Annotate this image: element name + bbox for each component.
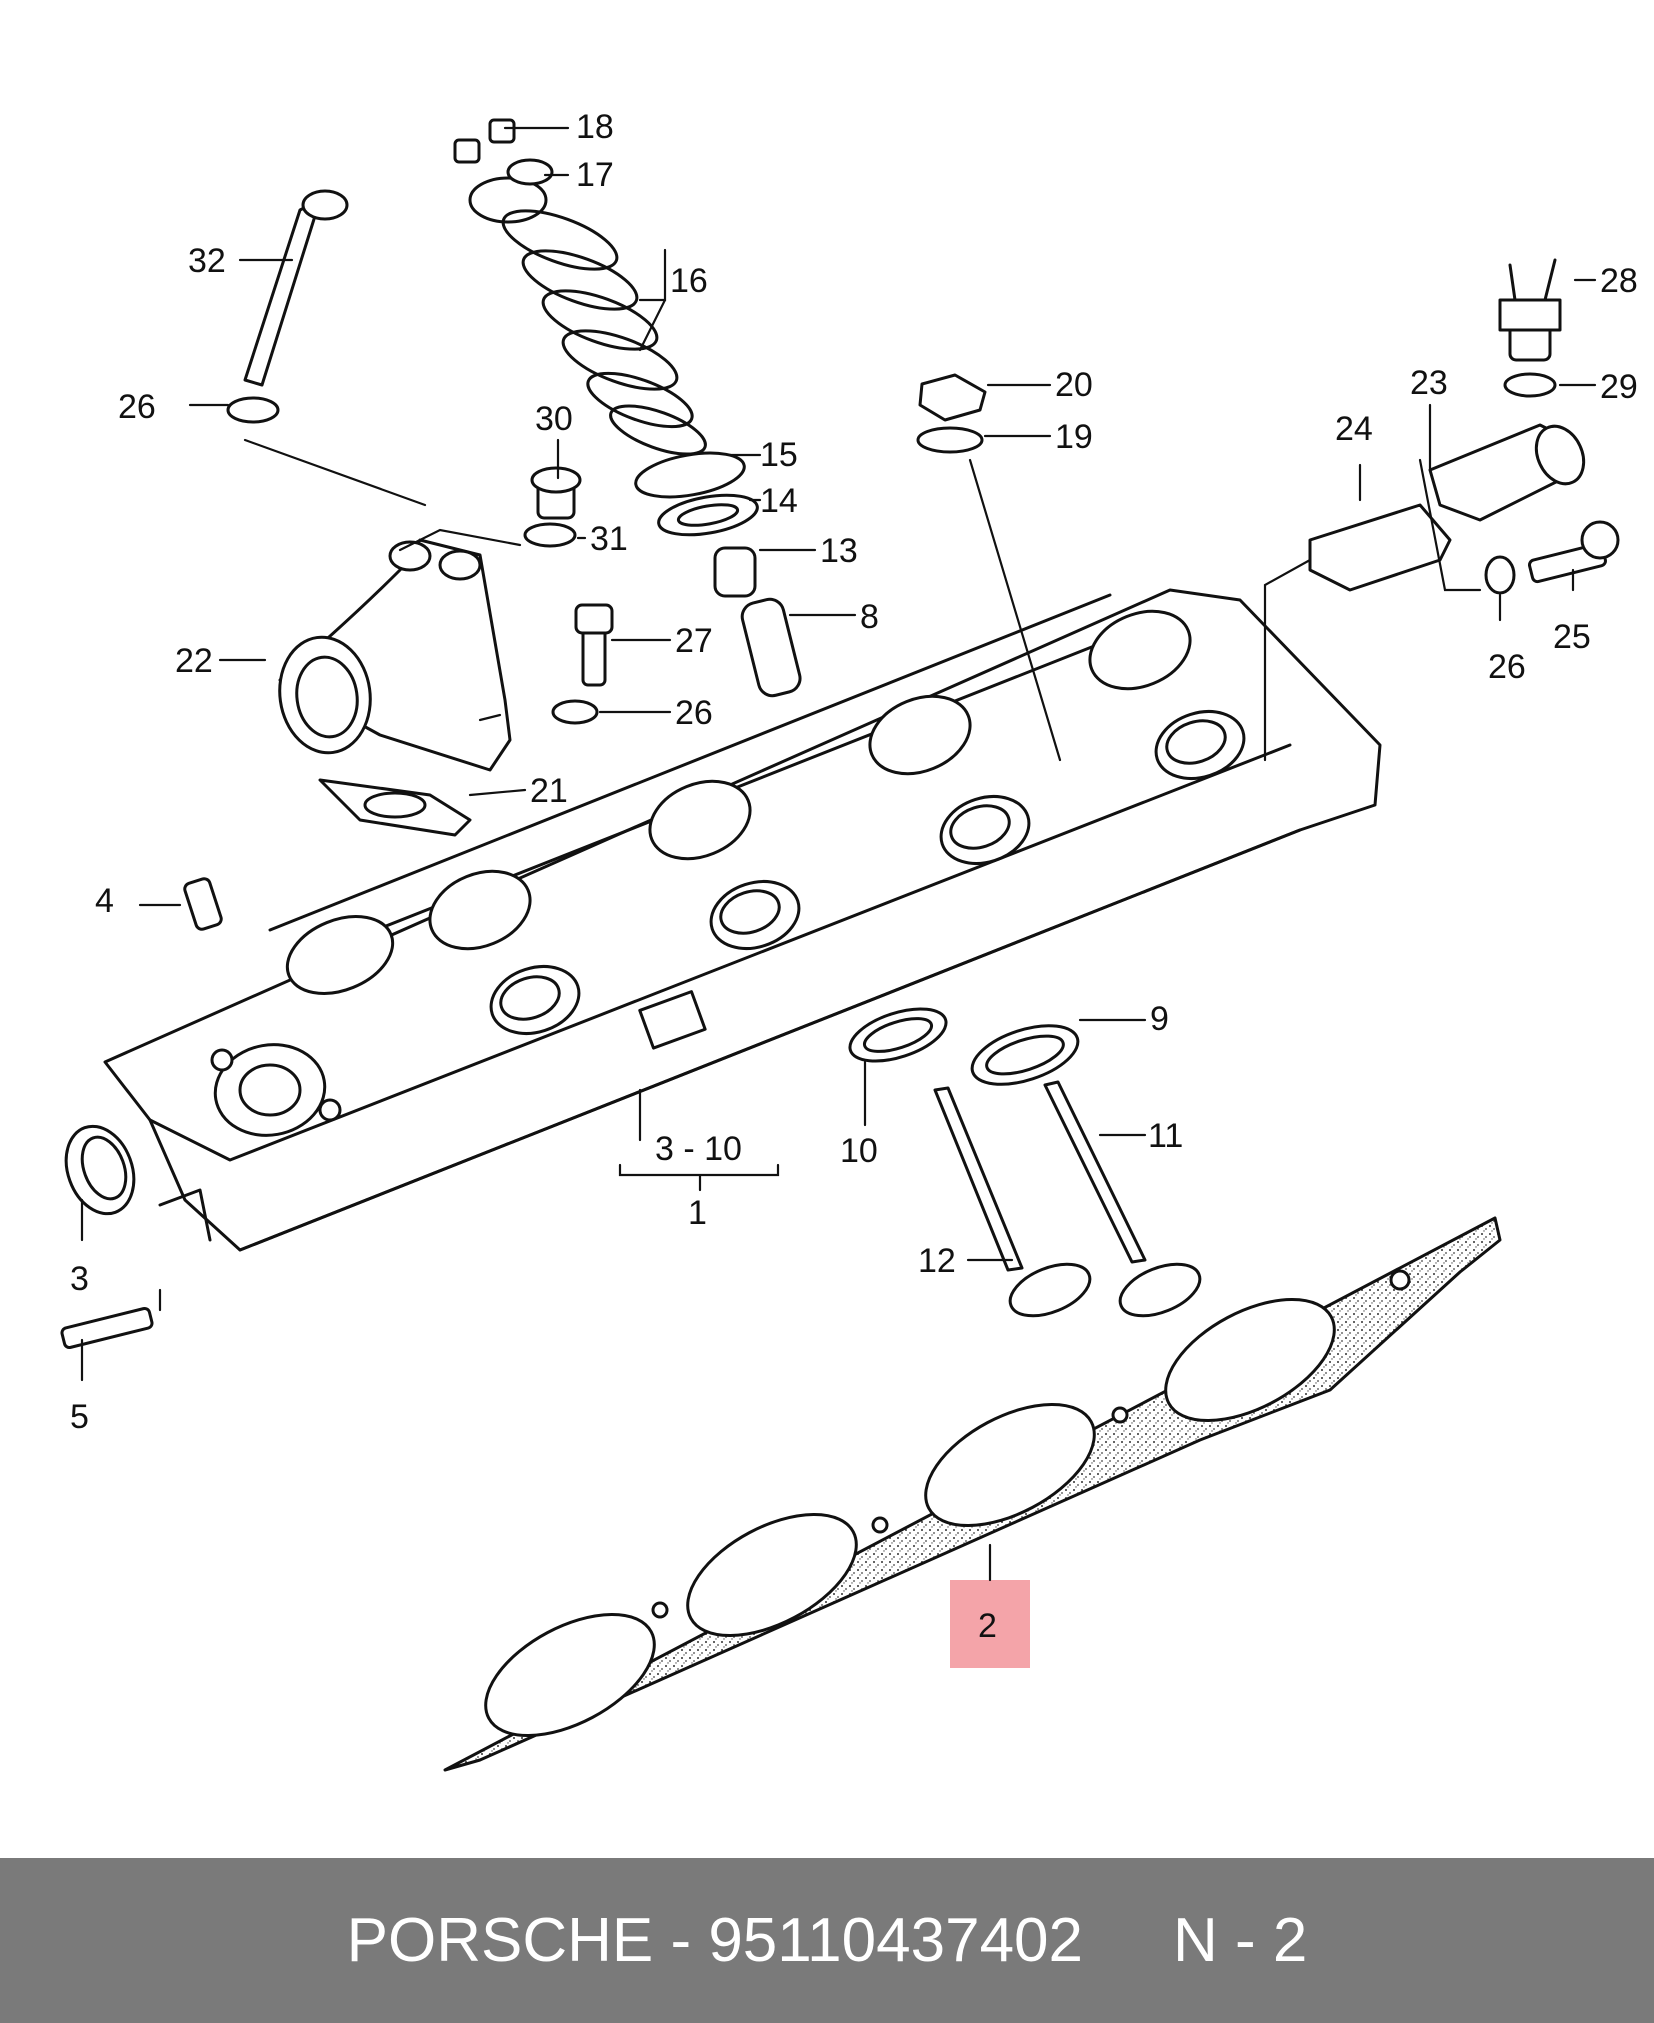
- callout-29: 29: [1600, 368, 1638, 406]
- highlight-box: [950, 1580, 1030, 1668]
- cylinder-head: [103, 588, 1382, 1252]
- callout-3-10: 3 - 10: [655, 1130, 742, 1168]
- callout-2: 2: [978, 1607, 997, 1645]
- water-outlet-22: [278, 538, 512, 772]
- callout-32: 32: [188, 242, 226, 280]
- coolant-fitting-23: [1428, 423, 1586, 522]
- callout-23: 23: [1410, 364, 1448, 402]
- callout-12: 12: [918, 1242, 956, 1280]
- callout-30: 30: [535, 400, 573, 438]
- bolt-25: [1527, 520, 1620, 584]
- washer-26c: [1484, 555, 1516, 595]
- callout-8: 8: [860, 598, 879, 636]
- callout-5: 5: [70, 1398, 89, 1436]
- valve-guide-8: [740, 597, 802, 698]
- washer-31: [523, 522, 577, 548]
- washer-19: [916, 426, 984, 454]
- nut-20: [918, 373, 987, 422]
- callout-25: 25: [1553, 618, 1591, 656]
- washer-26a: [226, 396, 280, 424]
- gasket-24: [1308, 503, 1452, 592]
- callout-11: 11: [1148, 1117, 1183, 1155]
- stem-seal-13: [713, 546, 757, 598]
- valve-seat-10: [848, 1007, 948, 1063]
- callout-9: 9: [1150, 1000, 1169, 1038]
- callout-31: 31: [590, 520, 628, 558]
- brand-part-number: PORSCHE - 95110437402: [346, 1906, 1084, 1975]
- washer-26b: [551, 699, 599, 725]
- callout-16: 16: [670, 262, 708, 300]
- position-code: N - 2: [1173, 1906, 1308, 1975]
- bolt-27: [574, 603, 614, 687]
- valve-keepers-18: [488, 118, 516, 144]
- callout-17: 17: [576, 156, 614, 194]
- callout-26b: 26: [675, 694, 713, 732]
- callout-14: 14: [760, 482, 798, 520]
- valve-12: [933, 1086, 1092, 1318]
- dowel-pin-4: [183, 877, 223, 931]
- washer-29: [1503, 372, 1557, 398]
- callout-13: 13: [820, 532, 858, 570]
- callout-18: 18: [576, 108, 614, 146]
- temp-sender-28: [1498, 258, 1562, 362]
- spring-seat-15: [634, 451, 746, 499]
- callout-19: 19: [1055, 418, 1093, 456]
- cylinder-head-gasket: [443, 1216, 1502, 1772]
- stud-5: [60, 1306, 154, 1350]
- callout-22: 22: [175, 642, 213, 680]
- callout-21: 21: [530, 772, 568, 810]
- bolt-32: [243, 189, 349, 387]
- callout-24: 24: [1335, 410, 1373, 448]
- callout-4: 4: [95, 882, 114, 920]
- callout-28: 28: [1600, 262, 1638, 300]
- callout-10: 10: [840, 1132, 878, 1170]
- leader-lines: [80, 126, 1597, 1582]
- exploded-parts-diagram: 18 17 16 15 14 13 8 20 19 32 26 30 31 27…: [60, 108, 1638, 1772]
- callout-27: 27: [675, 622, 713, 660]
- callout-15: 15: [760, 436, 798, 474]
- callout-3: 3: [70, 1260, 89, 1298]
- valve-11: [1043, 1080, 1202, 1318]
- callout-26c: 26: [1488, 648, 1526, 686]
- valve-springs-16: [501, 209, 707, 456]
- callout-1: 1: [688, 1194, 707, 1232]
- callout-20: 20: [1055, 366, 1093, 404]
- footer-bar: PORSCHE - 95110437402 N - 2: [0, 1858, 1654, 2023]
- valve-seat-9: [970, 1024, 1080, 1086]
- callout-26a: 26: [118, 388, 156, 426]
